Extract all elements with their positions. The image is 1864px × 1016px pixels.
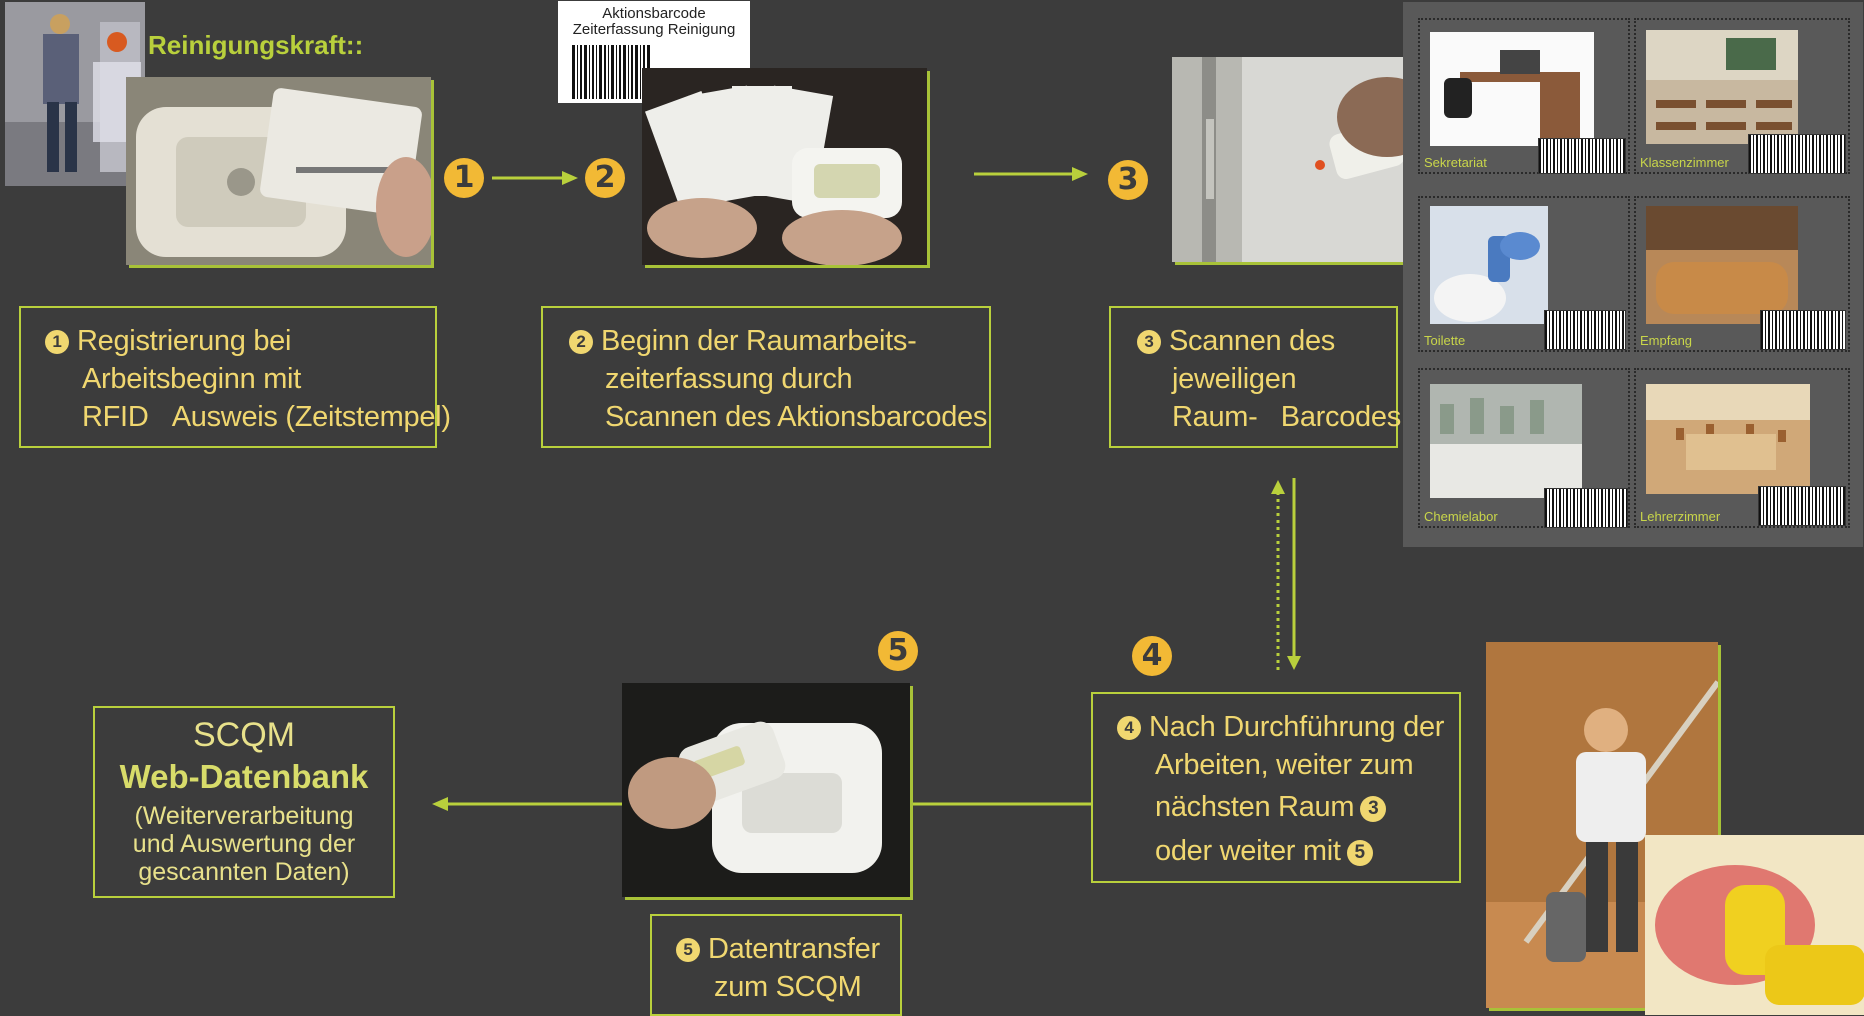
room-photo bbox=[1646, 206, 1798, 324]
room-barcode-panel: Sekretariat Klassenzimmer Toilette Empf bbox=[1403, 2, 1863, 547]
step4-line1: Nach Durchführung der bbox=[1149, 711, 1445, 743]
step5-box: 5 Datentransfer zum SCQM bbox=[650, 914, 902, 1016]
scqm-desc-2: und Auswertung der bbox=[132, 830, 356, 858]
step2-line3: Scannen des Aktionsbarcodes bbox=[605, 401, 988, 433]
page-title: Reinigungskraft:: bbox=[148, 30, 364, 60]
step5-line1: Datentransfer bbox=[708, 933, 880, 965]
arrow-updown-icon bbox=[1271, 478, 1301, 674]
barcode-icon bbox=[572, 45, 650, 99]
room-cell: Toilette bbox=[1418, 196, 1630, 352]
step3-line1: Scannen des bbox=[1169, 325, 1335, 357]
barcode-icon bbox=[1538, 138, 1626, 174]
cleaning-stairs-photo bbox=[1486, 642, 1718, 1008]
room-label-chemielabor: Chemielabor bbox=[1424, 509, 1498, 524]
step-badge-5: 5 bbox=[878, 631, 918, 671]
room-label-empfang: Empfang bbox=[1640, 333, 1693, 348]
step3-box: 3 Scannen des jeweiligen Raum- Barcodes bbox=[1109, 306, 1401, 448]
cleaning-cloth-photo bbox=[1645, 835, 1864, 1015]
room-photo bbox=[1430, 32, 1594, 146]
step1-line1: Registrierung bei bbox=[77, 325, 292, 357]
step2-line2: zeiterfassung durch bbox=[605, 363, 853, 395]
scqm-subtitle: Web-Datenbank bbox=[119, 758, 369, 795]
room-cell: Sekretariat bbox=[1418, 18, 1630, 174]
step3-number: 3 bbox=[1137, 330, 1161, 354]
step-badge-1: 1 bbox=[444, 158, 484, 198]
action-barcode-line1: Aktionsbarcode bbox=[602, 5, 706, 22]
step1-number: 1 bbox=[45, 330, 69, 354]
scqm-title: SCQM bbox=[193, 716, 295, 754]
room-photo bbox=[1430, 384, 1582, 498]
step-badge-4: 4 bbox=[1132, 636, 1172, 676]
barcode-icon bbox=[1748, 134, 1846, 174]
room-label-sekretariat: Sekretariat bbox=[1424, 155, 1487, 170]
step4-line2: Arbeiten, weiter zum bbox=[1155, 749, 1414, 781]
step3-line3: Raum- Barcodes bbox=[1172, 401, 1401, 433]
room-cell: Lehrerzimmer bbox=[1634, 368, 1850, 528]
room-photo bbox=[1430, 206, 1548, 324]
barcode-icon bbox=[1544, 310, 1626, 350]
step4-number: 4 bbox=[1117, 716, 1141, 740]
step1-line3: RFID Ausweis (Zeitstempel) bbox=[82, 401, 451, 433]
room-label-lehrerzimmer: Lehrerzimmer bbox=[1640, 509, 1721, 524]
step4-ref-b: 5 bbox=[1346, 840, 1373, 866]
scqm-desc-1: (Weiterverarbeitung bbox=[134, 802, 354, 830]
room-cell: Klassenzimmer bbox=[1634, 18, 1850, 174]
arrow-right-icon bbox=[492, 171, 578, 185]
room-cell: Empfang bbox=[1634, 196, 1850, 352]
step5-line2: zum SCQM bbox=[714, 971, 862, 1003]
room-photo bbox=[1646, 30, 1798, 144]
step-badge-2: 2 bbox=[585, 158, 625, 198]
arrow-right-icon bbox=[974, 167, 1088, 181]
barcode-cards-photo bbox=[642, 68, 927, 265]
step4-line4: oder weiter mit bbox=[1155, 835, 1341, 867]
step1-line2: Arbeitsbeginn mit bbox=[82, 363, 301, 395]
room-label-klassenzimmer: Klassenzimmer bbox=[1640, 155, 1729, 170]
step2-box: 2 Beginn der Raumarbeits- zeiterfassung d… bbox=[541, 306, 991, 448]
room-cell: Chemielabor bbox=[1418, 368, 1630, 528]
step2-line1: Beginn der Raumarbeits- bbox=[601, 325, 917, 357]
cleaner-photo bbox=[5, 2, 145, 186]
action-barcode-line2: Zeiterfassung Reinigung bbox=[572, 21, 736, 38]
room-photo bbox=[1646, 384, 1810, 494]
step4-line3: nächsten Raum bbox=[1155, 791, 1355, 823]
barcode-icon bbox=[1760, 310, 1846, 350]
step-badge-3: 3 bbox=[1108, 160, 1148, 200]
barcode-icon bbox=[1544, 488, 1628, 528]
step1-box: 1 Registrierung bei Arbeitsbeginn mit RFI… bbox=[19, 306, 451, 448]
data-transfer-photo bbox=[622, 683, 910, 897]
step4-box: 4 Nach Durchführung der Arbeiten, weiter … bbox=[1091, 692, 1461, 883]
arrow-left-icon bbox=[432, 797, 622, 811]
scqm-desc-3: gescannten Daten) bbox=[138, 858, 350, 886]
connector-line bbox=[910, 802, 1092, 806]
barcode-icon bbox=[1758, 486, 1846, 526]
step3-line2: jeweiligen bbox=[1172, 363, 1297, 395]
room-label-toilette: Toilette bbox=[1424, 333, 1466, 348]
scqm-database-box: SCQM Web-Datenbank (Weiterverarbeitung u… bbox=[93, 706, 395, 898]
step4-ref-a: 3 bbox=[1360, 796, 1387, 822]
step2-number: 2 bbox=[569, 330, 593, 354]
rfid-reader-photo bbox=[126, 77, 431, 265]
step5-number: 5 bbox=[676, 938, 700, 962]
